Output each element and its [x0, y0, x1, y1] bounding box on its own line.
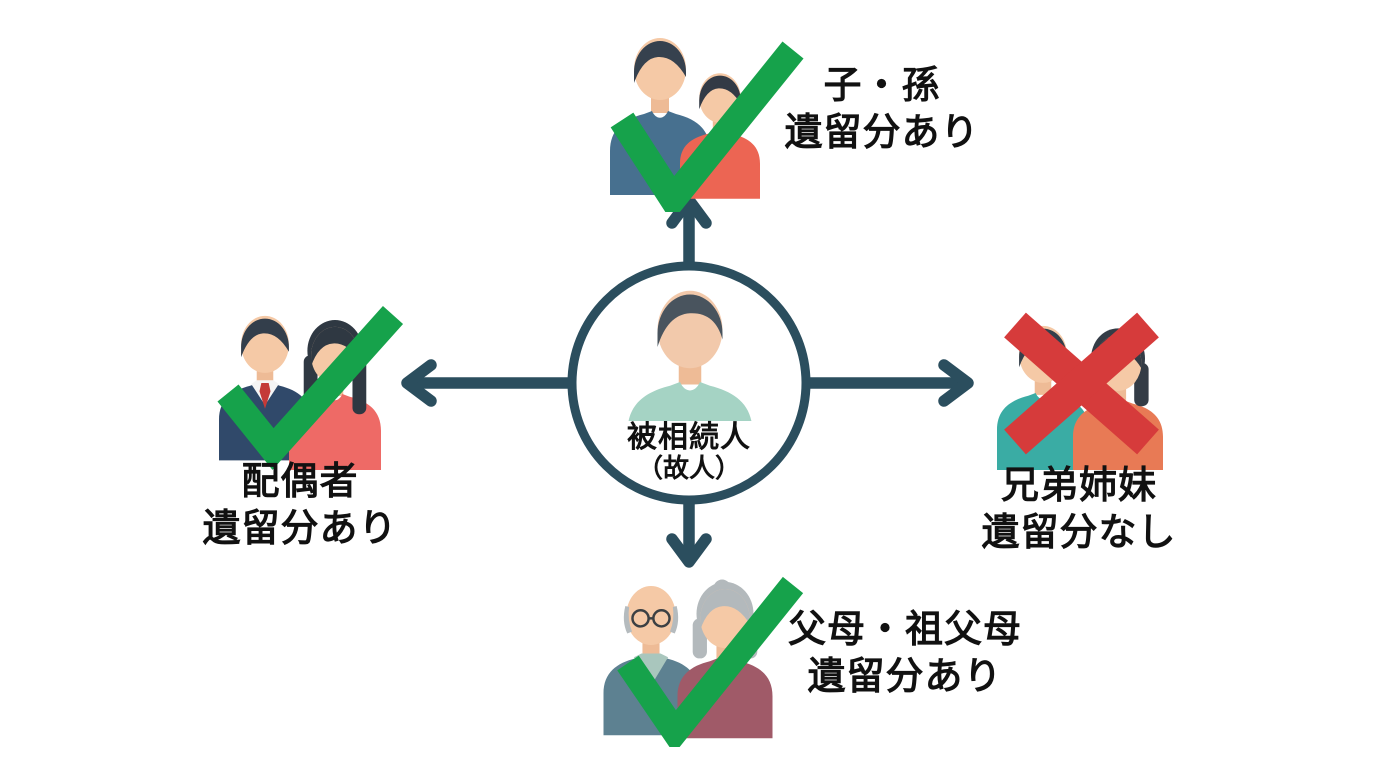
- relation-name: 子・孫: [823, 63, 941, 107]
- cross-icon: [1004, 312, 1159, 455]
- glasses-icon: [631, 609, 671, 628]
- decedent-name: 被相続人: [627, 420, 751, 455]
- top-label: 子・孫 遺留分あり: [750, 62, 1014, 156]
- child-grandchild-icon: [610, 38, 804, 212]
- bottom-label: 父母・祖父母 遺留分あり: [765, 606, 1045, 700]
- reserved-share-status: 遺留分あり: [784, 110, 980, 155]
- decedent-subtitle: （故人）: [636, 454, 741, 485]
- reserved-share-status: 遺留分あり: [807, 654, 1003, 699]
- left-label: 配偶者 遺留分あり: [175, 458, 425, 552]
- relation-name: 配偶者: [241, 459, 359, 503]
- arrow-down-icon: [666, 496, 712, 568]
- relation-name: 兄弟姉妹: [1000, 463, 1157, 507]
- spouse-couple-icon: [217, 305, 404, 470]
- check-icon: [217, 305, 404, 470]
- right-label: 兄弟姉妹 遺留分なし: [954, 462, 1204, 556]
- check-icon: [610, 41, 804, 212]
- center-label: 被相続人 （故人）: [600, 420, 778, 485]
- arrow-left-icon: [401, 359, 577, 407]
- deceased-person-icon: [628, 290, 752, 421]
- check-icon: [617, 576, 804, 747]
- siblings-icon: [996, 312, 1164, 470]
- reserved-share-status: 遺留分なし: [981, 510, 1177, 555]
- parents-grandparents-icon: [603, 576, 804, 747]
- arrow-right-icon: [803, 359, 974, 407]
- reserved-share-status: 遺留分あり: [202, 506, 398, 551]
- relation-name: 父母・祖父母: [787, 607, 1022, 651]
